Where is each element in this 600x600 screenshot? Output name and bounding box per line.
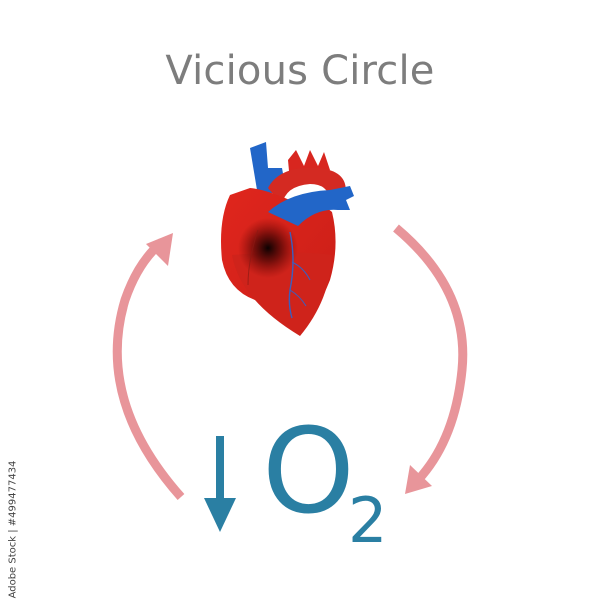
oxygen-symbol: O [262,402,355,540]
stock-watermark-id: Adobe Stock | #499477434 [7,460,19,599]
heart-illustration [221,142,354,336]
diagram-title: Vicious Circle [165,48,435,94]
oxygen-subscript: 2 [348,484,388,557]
left-cycle-arrow [112,233,185,500]
oxygen-label: O 2 [204,412,387,552]
right-cycle-arrow [393,224,468,494]
down-arrow-icon [204,436,236,532]
